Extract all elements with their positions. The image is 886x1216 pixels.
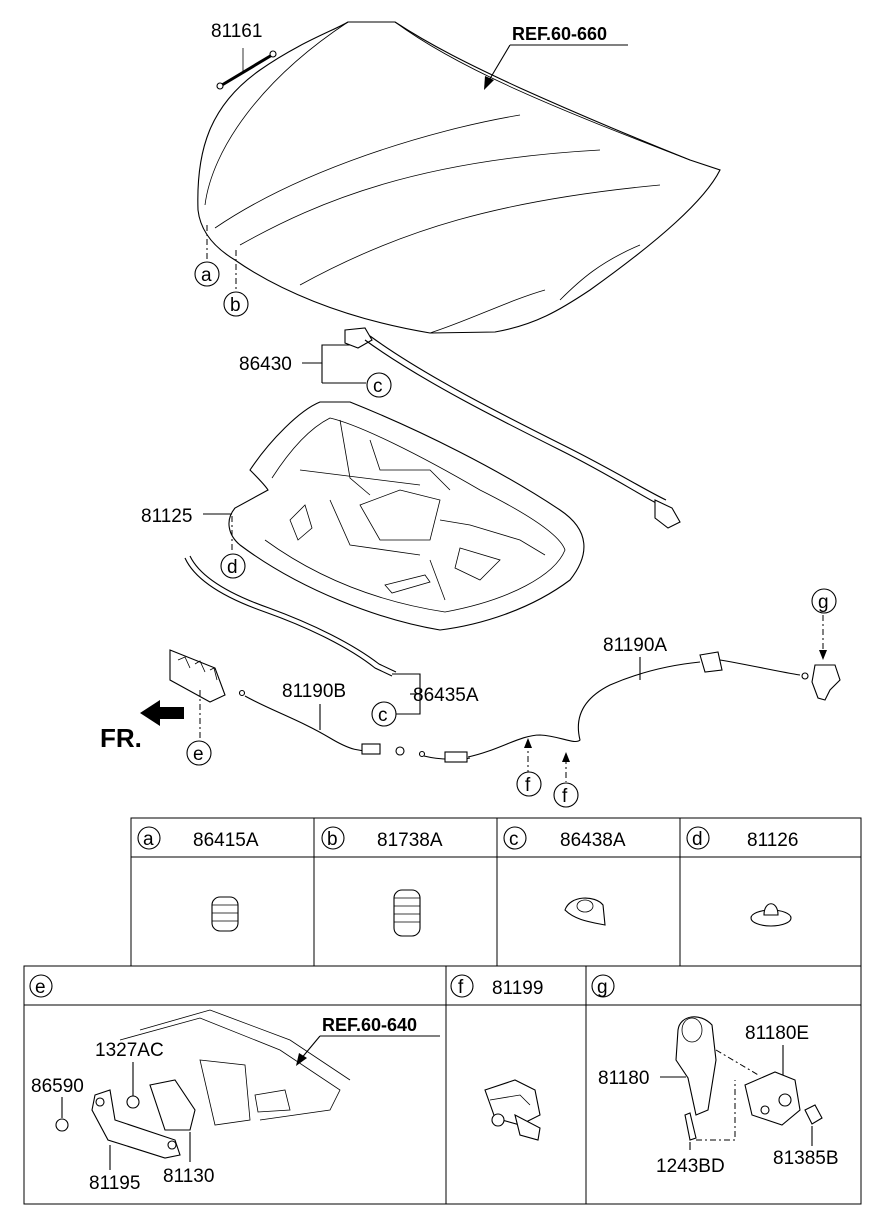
hood-weatherstrip-lower xyxy=(184,555,397,677)
label-81190A: 81190A xyxy=(603,635,667,656)
label-81130: 81130 xyxy=(163,1166,214,1187)
front-direction-arrow xyxy=(140,700,184,726)
hood-latch-support-structure xyxy=(119,1009,351,1131)
cable-clip-81199 xyxy=(484,1079,541,1141)
hood-panel xyxy=(197,21,721,334)
label-81180E: 81180E xyxy=(745,1023,809,1044)
bolt-86590 xyxy=(55,1118,69,1132)
callout-circle-a xyxy=(194,261,220,287)
callout-letter-g-1: g xyxy=(818,592,829,613)
callout-letter-f-1: f xyxy=(525,775,531,796)
hood-insulator-pad xyxy=(228,401,585,631)
callout-letter-b: b xyxy=(230,295,241,316)
table-part-b: 81738A xyxy=(377,830,443,851)
bumper-stop-a xyxy=(211,896,239,932)
release-handle-assembly xyxy=(675,1016,823,1141)
label-1243BD: 1243BD xyxy=(656,1156,725,1177)
hood-stay-rod xyxy=(216,48,277,90)
table-letter-b: b xyxy=(327,829,338,850)
hood-latch-bracket xyxy=(91,1089,181,1159)
label-86590: 86590 xyxy=(31,1076,84,1097)
label-81125: 81125 xyxy=(141,506,192,527)
callout-circle-g-1 xyxy=(811,588,837,614)
label-81180: 81180 xyxy=(598,1068,649,1089)
hood-weatherstrip-upper xyxy=(344,327,681,529)
label-81195: 81195 xyxy=(89,1173,140,1194)
table-part-a: 86415A xyxy=(193,830,259,851)
front-direction-label: FR. xyxy=(100,723,142,753)
release-cable-front xyxy=(238,689,405,756)
callout-circle-f-1 xyxy=(516,771,542,797)
hood-latch-assembly xyxy=(169,649,226,703)
parts-table-row-2 xyxy=(23,965,862,1205)
clip-c xyxy=(564,897,606,926)
table-letter-e: e xyxy=(35,977,46,998)
table-letter-f: f xyxy=(458,977,464,998)
nut-1327AC xyxy=(126,1095,140,1109)
callout-circle-f-2 xyxy=(553,782,579,808)
callout-circle-c-2 xyxy=(371,701,397,727)
ref-60-640-label: REF.60-640 xyxy=(322,1015,417,1035)
callout-letter-a: a xyxy=(201,265,212,286)
table-part-f: 81199 xyxy=(492,978,543,999)
table-letter-c: c xyxy=(509,829,519,850)
label-81190B: 81190B xyxy=(282,681,346,702)
label-1327AC: 1327AC xyxy=(95,1040,164,1061)
table-letter-a: a xyxy=(143,829,154,850)
release-handle xyxy=(801,664,841,701)
label-86435A: 86435A xyxy=(413,685,479,706)
label-86430: 86430 xyxy=(239,354,292,375)
label-81385B: 81385B xyxy=(773,1148,839,1169)
callout-circle-d xyxy=(220,553,246,579)
table-letter-g: g xyxy=(597,977,608,998)
callout-letter-c-2: c xyxy=(378,705,388,726)
callout-letter-c-1: c xyxy=(373,376,383,397)
table-letter-d: d xyxy=(692,829,703,850)
clip-d xyxy=(750,903,792,927)
release-cable-rear xyxy=(418,651,801,763)
callout-circle-b xyxy=(223,291,249,317)
ref-60-660-label: REF.60-660 xyxy=(512,24,607,44)
callout-circle-e-1 xyxy=(186,740,212,766)
label-81161: 81161 xyxy=(211,21,262,42)
bumper-stop-b xyxy=(393,889,421,937)
table-part-d: 81126 xyxy=(747,830,798,851)
callout-circle-c-1 xyxy=(366,372,392,398)
callout-letter-d: d xyxy=(227,557,238,578)
callout-letter-e-1: e xyxy=(193,744,204,765)
table-part-c: 86438A xyxy=(560,830,626,851)
callout-letter-f-2: f xyxy=(562,786,568,807)
